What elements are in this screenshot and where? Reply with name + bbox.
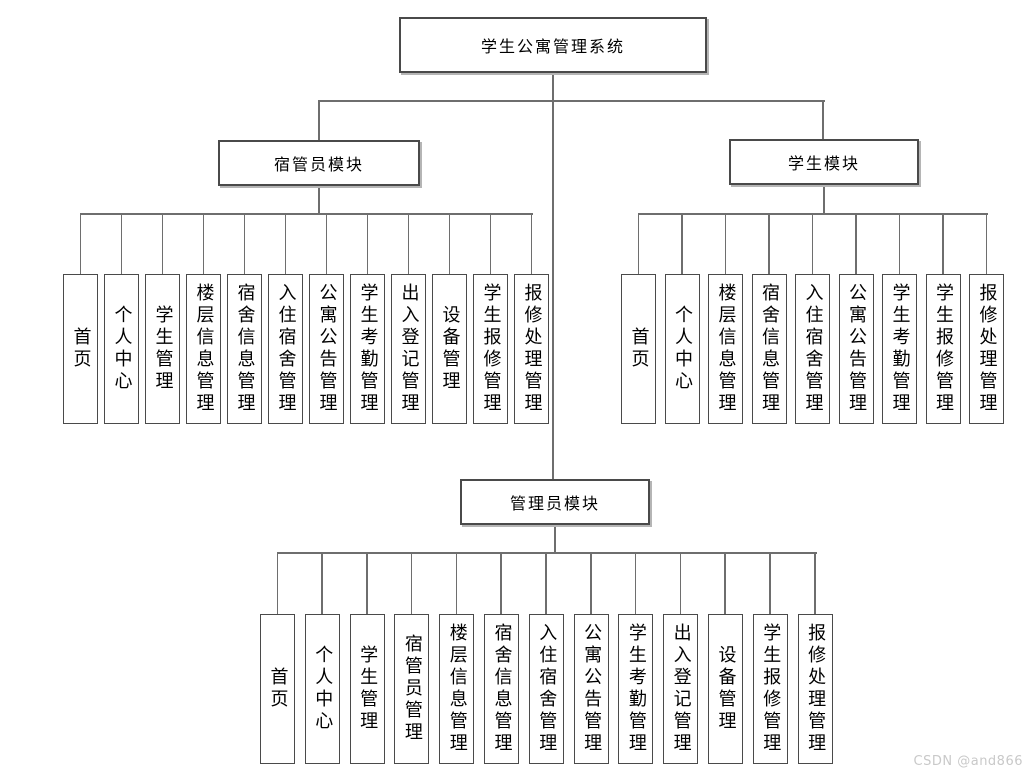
connector-stub-student-top — [822, 100, 824, 140]
student-leaf-dorm-info-mgmt: 宿舍信息管理 — [751, 214, 787, 424]
dorm-leaf-student-repair-mgmt: 学生报修管理 — [473, 214, 508, 424]
admin-leaf-attendance-mgmt: 学生考勤管理 — [618, 553, 654, 764]
connector-stub-dorm-top — [318, 100, 320, 140]
dorm-leaf-equipment-mgmt: 设备管理 — [432, 214, 467, 424]
admin-module-leaves: 首页 个人中心 学生管理 宿管员管理 楼层信息管理 宿舍信息管理 入住宿舍管理 … — [260, 553, 833, 764]
admin-leaf-personal-center: 个人中心 — [304, 553, 340, 764]
student-leaf-attendance-mgmt: 学生考勤管理 — [882, 214, 917, 424]
admin-leaf-equipment-mgmt: 设备管理 — [707, 553, 743, 764]
module-dorm-manager: 宿管员模块 — [218, 140, 420, 186]
admin-leaf-floor-info-mgmt: 楼层信息管理 — [439, 553, 475, 764]
module-student: 学生模块 — [729, 139, 919, 185]
student-leaf-repair-process-mgmt: 报修处理管理 — [969, 214, 1004, 424]
module-admin: 管理员模块 — [460, 479, 650, 525]
connector-stub-student-bottom — [823, 184, 825, 215]
connector-stub-admin-bottom — [554, 524, 556, 554]
student-leaf-student-repair-mgmt: 学生报修管理 — [925, 214, 961, 424]
dorm-module-leaves: 首页 个人中心 学生管理 楼层信息管理 宿舍信息管理 入住宿舍管理 公寓公告管理… — [63, 214, 549, 424]
connector-stub-dorm-bottom — [318, 185, 320, 215]
admin-leaf-dorm-manager-mgmt: 宿管员管理 — [394, 553, 430, 764]
dorm-leaf-checkin-mgmt: 入住宿舍管理 — [268, 214, 303, 424]
student-leaf-home: 首页 — [621, 214, 656, 424]
admin-leaf-dorm-info-mgmt: 宿舍信息管理 — [483, 553, 519, 764]
connector-top-rail — [319, 100, 825, 102]
admin-leaf-repair-process-mgmt: 报修处理管理 — [797, 553, 833, 764]
dorm-leaf-notice-mgmt: 公寓公告管理 — [309, 214, 344, 424]
root-node: 学生公寓管理系统 — [399, 17, 707, 73]
connector-rail-dorm — [80, 213, 533, 215]
student-leaf-notice-mgmt: 公寓公告管理 — [838, 214, 874, 424]
student-leaf-checkin-mgmt: 入住宿舍管理 — [795, 214, 830, 424]
admin-leaf-home: 首页 — [260, 553, 295, 764]
connector-rail-admin — [277, 552, 817, 554]
watermark-text: CSDN @and866 — [913, 754, 1023, 769]
dorm-leaf-repair-process-mgmt: 报修处理管理 — [514, 214, 549, 424]
admin-leaf-checkin-mgmt: 入住宿舍管理 — [528, 553, 564, 764]
student-leaf-floor-info-mgmt: 楼层信息管理 — [708, 214, 743, 424]
dorm-leaf-attendance-mgmt: 学生考勤管理 — [350, 214, 385, 424]
dorm-leaf-dorm-info-mgmt: 宿舍信息管理 — [227, 214, 262, 424]
admin-leaf-student-mgmt: 学生管理 — [349, 553, 385, 764]
student-module-leaves: 首页 个人中心 楼层信息管理 宿舍信息管理 入住宿舍管理 公寓公告管理 学生考勤… — [621, 214, 1004, 424]
connector-spine — [552, 71, 554, 479]
dorm-leaf-personal-center: 个人中心 — [104, 214, 139, 424]
dorm-leaf-entry-exit-mgmt: 出入登记管理 — [391, 214, 426, 424]
dorm-leaf-student-mgmt: 学生管理 — [145, 214, 180, 424]
connector-rail-student — [638, 213, 988, 215]
admin-leaf-entry-exit-mgmt: 出入登记管理 — [663, 553, 699, 764]
dorm-leaf-home: 首页 — [63, 214, 98, 424]
admin-leaf-notice-mgmt: 公寓公告管理 — [573, 553, 609, 764]
dorm-leaf-floor-info-mgmt: 楼层信息管理 — [186, 214, 221, 424]
admin-leaf-student-repair-mgmt: 学生报修管理 — [752, 553, 788, 764]
student-leaf-personal-center: 个人中心 — [664, 214, 700, 424]
